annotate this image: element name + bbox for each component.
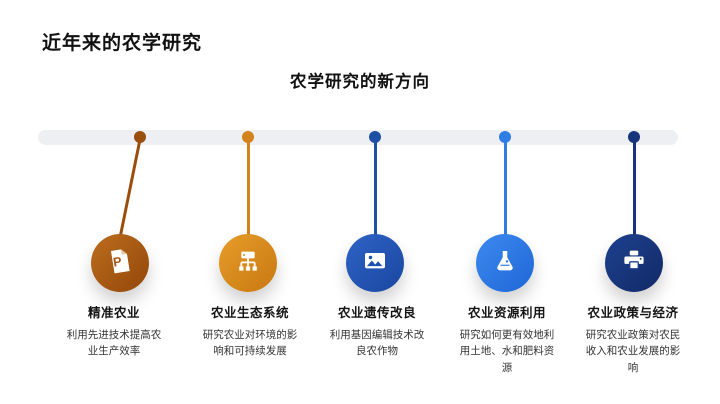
sitemap-icon bbox=[232, 245, 264, 282]
item-title: 精准农业 bbox=[87, 306, 140, 320]
pendant-line bbox=[247, 137, 250, 237]
timeline-item-text: 农业遗传改良 利用基因编辑技术改良农作物 bbox=[311, 302, 443, 360]
timeline-dot bbox=[369, 131, 381, 143]
flask-icon bbox=[489, 245, 521, 282]
item-title: 农业政策与经济 bbox=[587, 306, 679, 320]
svg-text:P: P bbox=[112, 254, 123, 269]
image-icon bbox=[359, 245, 391, 282]
item-description: 研究如何更有效地利用土地、水和肥料资源 bbox=[459, 329, 555, 374]
document-p-icon: P bbox=[104, 245, 136, 282]
item-description: 研究农业政策对农民收入和农业发展的影响 bbox=[585, 329, 681, 374]
item-description: 研究农业对环境的影响和可持续发展 bbox=[202, 329, 298, 358]
page-title: 近年来的农学研究 bbox=[42, 33, 203, 54]
item-title: 农业生态系统 bbox=[210, 306, 289, 320]
timeline-dot bbox=[134, 131, 146, 143]
item-description: 利用先进技术提高农业生产效率 bbox=[66, 329, 162, 358]
timeline-dot bbox=[242, 131, 254, 143]
timeline-item-circle bbox=[346, 234, 404, 292]
timeline-item-text: 农业生态系统 研究农业对环境的影响和可持续发展 bbox=[184, 302, 316, 360]
timeline-item-text: 农业政策与经济 研究农业政策对农民收入和农业发展的影响 bbox=[567, 302, 699, 376]
printer-icon bbox=[618, 245, 650, 282]
timeline-dot bbox=[499, 131, 511, 143]
timeline-item-circle bbox=[476, 234, 534, 292]
item-title: 农业遗传改良 bbox=[337, 306, 416, 320]
page-subtitle: 农学研究的新方向 bbox=[290, 73, 430, 91]
timeline-dot bbox=[628, 131, 640, 143]
item-description: 利用基因编辑技术改良农作物 bbox=[329, 329, 425, 358]
item-title: 农业资源利用 bbox=[467, 306, 546, 320]
timeline-item-text: 农业资源利用 研究如何更有效地利用土地、水和肥料资源 bbox=[441, 302, 573, 376]
timeline-item-circle bbox=[605, 234, 663, 292]
timeline-item-text: 精准农业 利用先进技术提高农业生产效率 bbox=[48, 302, 180, 360]
pendant-line bbox=[119, 136, 142, 236]
pendant-line bbox=[504, 137, 507, 237]
pendant-line bbox=[633, 137, 636, 237]
timeline-item-circle bbox=[219, 234, 277, 292]
timeline-item-circle: P bbox=[91, 234, 149, 292]
timeline-track bbox=[38, 130, 678, 145]
pendant-line bbox=[374, 137, 377, 237]
